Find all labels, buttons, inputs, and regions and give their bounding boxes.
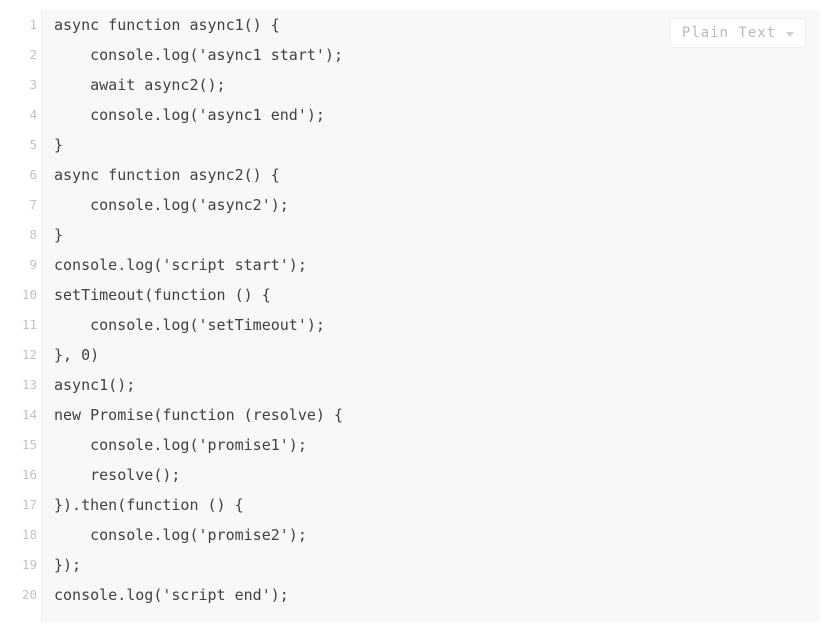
code-line: 1 async function async1() { [0, 10, 834, 40]
code-line: 18 console.log('promise2'); [0, 520, 834, 550]
line-code-text[interactable]: console.log('async2'); [54, 196, 289, 214]
language-selector-label: Plain Text [681, 25, 777, 41]
line-code-text[interactable]: } [54, 226, 64, 244]
line-number: 20 [21, 587, 37, 602]
line-number: 2 [29, 47, 37, 62]
line-number: 3 [29, 77, 37, 92]
line-code-text[interactable]: setTimeout(function () { [54, 286, 271, 304]
line-number: 13 [21, 377, 37, 392]
line-number: 14 [21, 407, 37, 422]
code-line: 5} [0, 130, 834, 160]
line-number: 17 [21, 497, 37, 512]
line-code-text[interactable]: } [54, 136, 64, 154]
line-code-text[interactable]: console.log('script end'); [54, 586, 289, 604]
line-code-text[interactable]: await async2(); [54, 76, 226, 94]
line-code-text[interactable]: async function async2() { [54, 166, 280, 184]
code-line: 2 console.log('async1 start'); [0, 40, 834, 70]
line-code-text[interactable]: new Promise(function (resolve) { [54, 406, 343, 424]
line-code-text[interactable]: async1(); [54, 376, 136, 394]
line-code-text[interactable]: console.log('script start'); [54, 256, 307, 274]
line-code-text[interactable]: resolve(); [54, 466, 181, 484]
code-line: 17 }).then(function () { [0, 490, 834, 520]
code-line: 10 setTimeout(function () { [0, 280, 834, 310]
line-code-text[interactable]: }); [54, 556, 82, 574]
code-background-panel [42, 10, 820, 622]
line-number: 16 [21, 467, 37, 482]
code-line: 20 console.log('script end'); [0, 580, 834, 610]
code-line: 9 console.log('script start'); [0, 250, 834, 280]
line-number: 5 [29, 137, 37, 152]
line-number: 7 [29, 197, 37, 212]
line-code-text[interactable]: console.log('setTimeout'); [54, 316, 325, 334]
code-line: 14 new Promise(function (resolve) { [0, 400, 834, 430]
line-number: 15 [21, 437, 37, 452]
line-code-text[interactable]: console.log('promise1'); [54, 436, 307, 454]
code-line: 3 await async2(); [0, 70, 834, 100]
code-line: 12 }, 0) [0, 340, 834, 370]
line-code-text[interactable]: console.log('promise2'); [54, 526, 307, 544]
line-code-text[interactable]: console.log('async1 end'); [54, 106, 325, 124]
code-line: 8} [0, 220, 834, 250]
line-number: 1 [29, 17, 37, 32]
line-number: 11 [21, 317, 37, 332]
line-code-text[interactable]: async function async1() { [54, 16, 280, 34]
line-code-text[interactable]: console.log('async1 start'); [54, 46, 343, 64]
line-number: 12 [21, 347, 37, 362]
line-number: 8 [29, 227, 37, 242]
line-number: 18 [21, 527, 37, 542]
line-number: 4 [29, 107, 37, 122]
code-line: 19}); [0, 550, 834, 580]
code-line-list: 1 async function async1() { 2 console.log(… [0, 10, 834, 610]
chevron-down-icon [786, 31, 795, 37]
code-line: 15 console.log('promise1'); [0, 430, 834, 460]
line-number: 9 [29, 257, 37, 272]
code-line: 4 console.log('async1 end'); [0, 100, 834, 130]
code-line: 6 async function async2() { [0, 160, 834, 190]
line-number: 10 [21, 287, 37, 302]
gutter-divider [41, 10, 42, 622]
line-code-text[interactable]: }).then(function () { [54, 496, 244, 514]
code-line: 13 async1(); [0, 370, 834, 400]
line-number: 6 [29, 167, 37, 182]
line-code-text[interactable]: }, 0) [54, 346, 100, 364]
line-number: 19 [21, 557, 37, 572]
code-line: 11 console.log('setTimeout'); [0, 310, 834, 340]
code-line: 7 console.log('async2'); [0, 190, 834, 220]
language-selector-button[interactable]: Plain Text [670, 18, 806, 48]
code-line: 16 resolve(); [0, 460, 834, 490]
